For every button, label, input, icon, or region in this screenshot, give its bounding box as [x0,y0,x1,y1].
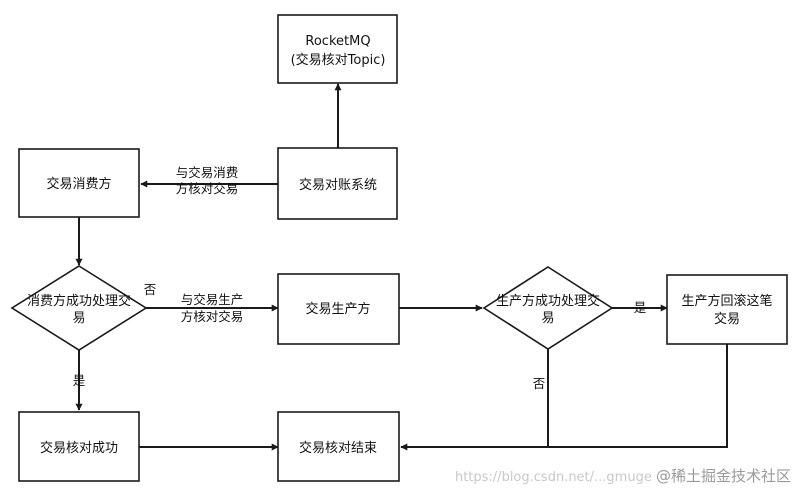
rocketmq-label: RocketMQ [305,34,370,49]
consumer-decision-label: 消费方成功处理交 [27,293,131,309]
rocketmq-box [277,14,398,84]
producer-decision-label-2: 易 [541,311,554,326]
check-success-label: 交易核对成功 [40,440,118,456]
edge-label-producer-no: 否 [533,376,546,391]
edge-label-producer-yes: 是 [634,300,647,315]
edge-label-consumer-to-producer: 与交易生产 [181,292,244,307]
producer-decision-label: 生产方成功处理交 [496,293,600,309]
edge-rollback-to-end [548,344,728,448]
producer-decision-diamond [482,266,614,350]
check-end-box [277,411,400,482]
edge-label-consumer-to-producer-2: 方核对交易 [181,309,244,324]
producer-rollback-box [666,274,788,345]
consumer-decision-diamond [10,265,148,351]
consumer-box [18,148,140,218]
edge-producer-decision-no-to-end [400,349,549,451]
edge-label-system-to-consumer: 与交易消费 [176,165,239,180]
watermark-brand: @稀土掘金技术社区 [655,467,791,485]
reconcile-system-box [277,147,398,220]
producer-rollback-label-2: 交易 [714,311,740,327]
edge-label-consumer-yes: 是 [73,373,86,388]
producer-label: 交易生产方 [305,301,370,317]
reconcile-system-label: 交易对账系统 [299,177,377,193]
check-success-box [18,411,140,482]
watermark-url: https://blog.csdn.net/...gmuge [454,470,652,485]
edge-label-consumer-no: 否 [144,282,157,297]
producer-box [277,273,400,345]
rocketmq-topic-label: (交易核对Topic) [291,52,386,68]
edge-label-system-to-consumer-2: 方核对交易 [176,181,239,196]
consumer-decision-label-2: 易 [72,311,85,326]
producer-rollback-label: 生产方回滚这笔 [681,293,772,309]
consumer-label: 交易消费方 [46,176,111,192]
watermark: https://blog.csdn.net/...gmuge @稀土掘金技术社区 [455,465,791,486]
check-end-label: 交易核对结束 [299,440,377,456]
